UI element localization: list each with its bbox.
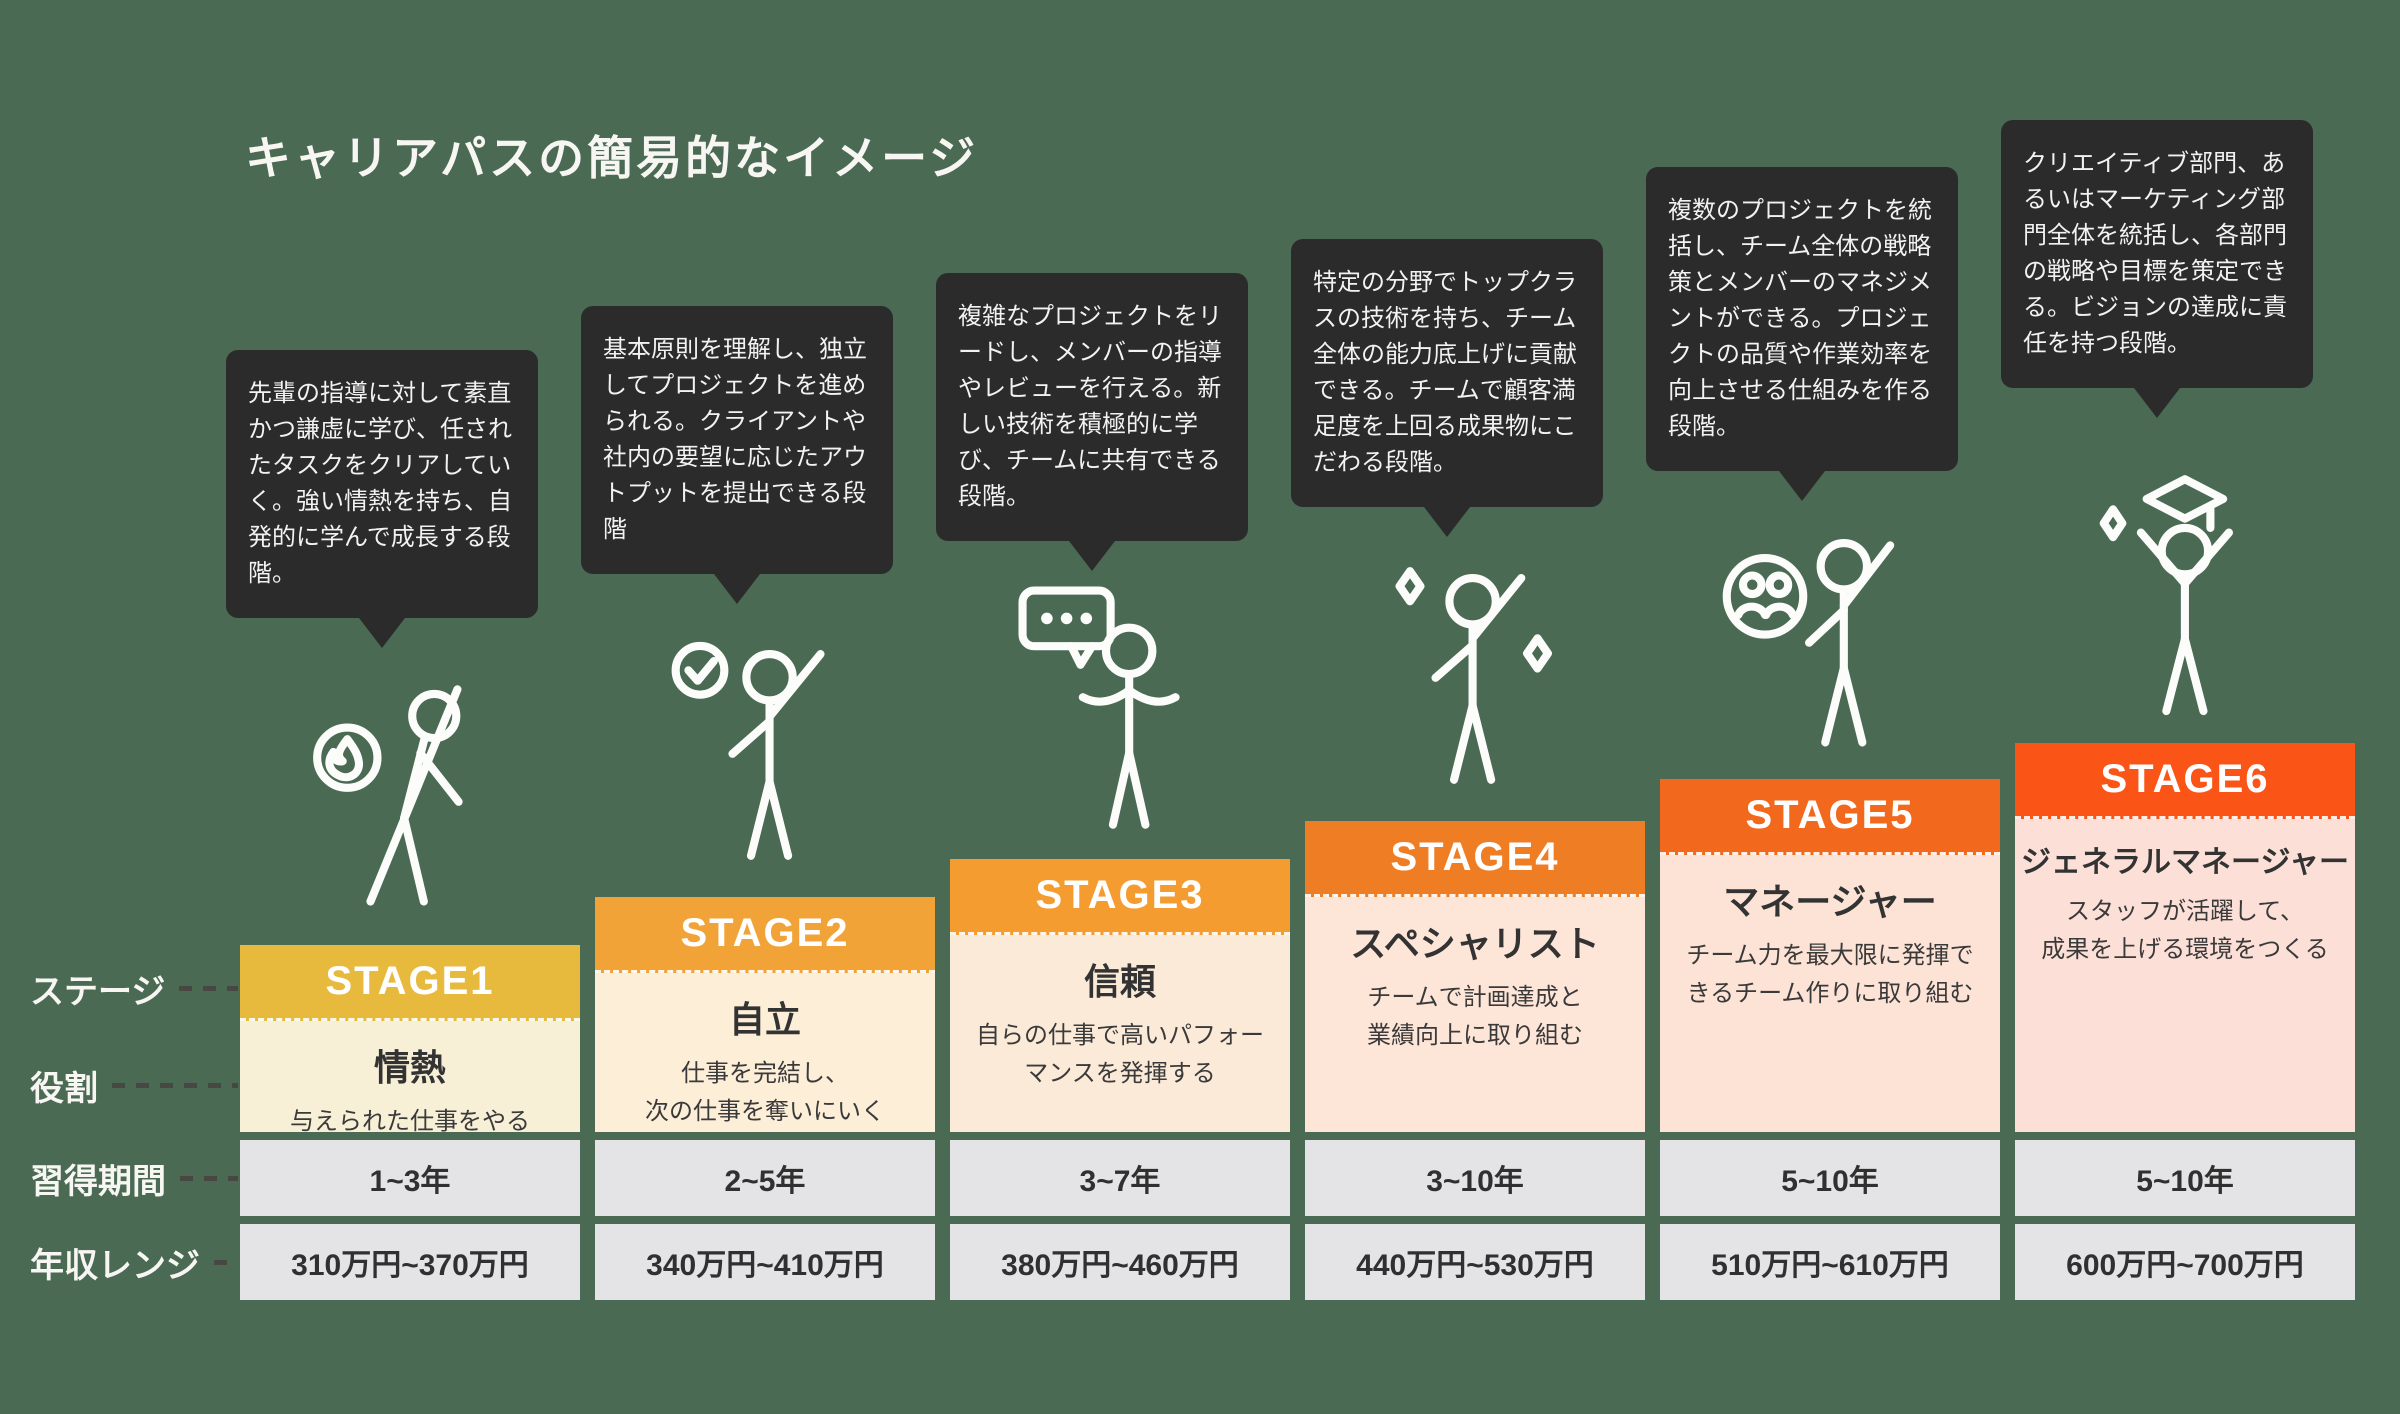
role-description: スタッフが活躍して、 成果を上げる環境をつくる — [2041, 898, 2329, 963]
speech-bubble-stage6: クリエイティブ部門、あるいはマーケティング部門全体を統括し、各部門の戦略や目標を… — [2001, 120, 2313, 388]
stage-header: STAGE2 — [595, 897, 935, 973]
page-title: キャリアパスの簡易的なイメージ — [245, 132, 979, 184]
stage-column-1: STAGE1 情熱 与えられた仕事をやる 1~3年 310万円~370万円 — [240, 945, 580, 1300]
role-description: 仕事を完結し、 次の仕事を奪いにいく — [645, 1060, 885, 1125]
role-title: スペシャリスト — [1350, 923, 1600, 964]
role-description: チーム力を最大限に発揮で きるチーム作りに取り組む — [1686, 942, 1974, 1007]
axis-label-salary: 年収レンジ — [30, 1240, 238, 1285]
stage-column-6: STAGE6 ジェネラルマネージャー スタッフが活躍して、 成果を上げる環境をつ… — [2015, 743, 2355, 1300]
salary-value: 600万円~700万円 — [2015, 1224, 2355, 1300]
period-value: 1~3年 — [240, 1140, 580, 1216]
period-value: 5~10年 — [1660, 1140, 2000, 1216]
dashed-leader-line — [112, 1082, 238, 1088]
salary-value: 340万円~410万円 — [595, 1224, 935, 1300]
role-title: 信頼 — [1083, 961, 1156, 1002]
bubble-text: 複雑なプロジェクトをリードし、メンバーの指導やレビューを行える。新しい技術を積極… — [958, 303, 1222, 510]
flame-person-icon — [240, 660, 580, 920]
role-block: ジェネラルマネージャー スタッフが活躍して、 成果を上げる環境をつくる — [2015, 819, 2355, 1132]
period-value: 5~10年 — [2015, 1140, 2355, 1216]
axis-label-period: 習得期間 — [30, 1156, 238, 1201]
team-person-icon — [1660, 494, 2000, 754]
role-block: 自立 仕事を完結し、 次の仕事を奪いにいく — [595, 973, 935, 1132]
speech-bubble-stage1: 先輩の指導に対して素直かつ謙虚に学び、任されたタスクをクリアしていく。強い情熱を… — [226, 350, 538, 618]
role-description: 自らの仕事で高いパフォー マンスを発揮する — [976, 1022, 1264, 1087]
speech-bubble-stage4: 特定の分野でトップクラスの技術を持ち、チーム全体の能力底上げに貢献できる。チーム… — [1291, 239, 1603, 507]
role-description: 与えられた仕事をやる — [290, 1108, 530, 1132]
speech-bubble-stage3: 複雑なプロジェクトをリードし、メンバーの指導やレビューを行える。新しい技術を積極… — [936, 273, 1248, 541]
role-title: 自立 — [728, 999, 801, 1040]
stage-column-5: STAGE5 マネージャー チーム力を最大限に発揮で きるチーム作りに取り組む … — [1660, 779, 2000, 1300]
stage-column-4: STAGE4 スペシャリスト チームで計画達成と 業績向上に取り組む 3~10年… — [1305, 821, 1645, 1300]
role-block: 信頼 自らの仕事で高いパフォー マンスを発揮する — [950, 935, 1290, 1132]
stage-header: STAGE3 — [950, 859, 1290, 935]
role-title: マネージャー — [1723, 881, 1937, 922]
stage-header: STAGE1 — [240, 945, 580, 1021]
speech-bubble-stage2: 基本原則を理解し、独立してプロジェクトを進められる。クライアントや社内の要望に応… — [581, 306, 893, 574]
graduate-person-icon — [2015, 458, 2355, 718]
sparkle-person-icon — [1305, 536, 1645, 796]
role-block: 情熱 与えられた仕事をやる — [240, 1021, 580, 1132]
role-title: 情熱 — [373, 1047, 446, 1088]
salary-value: 440万円~530万円 — [1305, 1224, 1645, 1300]
role-block: スペシャリスト チームで計画達成と 業績向上に取り組む — [1305, 897, 1645, 1132]
salary-value: 380万円~460万円 — [950, 1224, 1290, 1300]
bubble-text: 複数のプロジェクトを統括し、チーム全体の戦略策とメンバーのマネジメントができる。… — [1668, 197, 1932, 440]
role-title: ジェネラルマネージャー — [2021, 846, 2349, 879]
period-value: 3~7年 — [950, 1140, 1290, 1216]
axis-label-text: 年収レンジ — [30, 1246, 200, 1285]
stage-column-2: STAGE2 自立 仕事を完結し、 次の仕事を奪いにいく 2~5年 340万円~… — [595, 897, 935, 1300]
role-description: チームで計画達成と 業績向上に取り組む — [1367, 984, 1583, 1049]
bubble-text: 基本原則を理解し、独立してプロジェクトを進められる。クライアントや社内の要望に応… — [603, 336, 867, 543]
salary-value: 310万円~370万円 — [240, 1224, 580, 1300]
speech-person-icon — [950, 574, 1290, 834]
stage-column-3: STAGE3 信頼 自らの仕事で高いパフォー マンスを発揮する 3~7年 380… — [950, 859, 1290, 1300]
stage-header: STAGE4 — [1305, 821, 1645, 897]
bubble-text: 特定の分野でトップクラスの技術を持ち、チーム全体の能力底上げに貢献できる。チーム… — [1313, 269, 1577, 476]
dashed-leader-line — [180, 1175, 238, 1181]
role-block: マネージャー チーム力を最大限に発揮で きるチーム作りに取り組む — [1660, 855, 2000, 1132]
axis-label-text: ステージ — [30, 972, 166, 1011]
stage-header: STAGE6 — [2015, 743, 2355, 819]
dashed-leader-line — [179, 985, 238, 991]
period-value: 3~10年 — [1305, 1140, 1645, 1216]
speech-bubble-stage5: 複数のプロジェクトを統括し、チーム全体の戦略策とメンバーのマネジメントができる。… — [1646, 167, 1958, 471]
period-value: 2~5年 — [595, 1140, 935, 1216]
axis-label-text: 習得期間 — [30, 1162, 166, 1201]
axis-label-role: 役割 — [30, 1063, 238, 1108]
axis-label-stage: ステージ — [30, 966, 238, 1011]
stage-header: STAGE5 — [1660, 779, 2000, 855]
axis-label-text: 役割 — [30, 1069, 98, 1108]
bubble-text: クリエイティブ部門、あるいはマーケティング部門全体を統括し、各部門の戦略や目標を… — [2023, 150, 2287, 357]
check-person-icon — [595, 612, 935, 872]
dashed-leader-line — [214, 1259, 238, 1265]
salary-value: 510万円~610万円 — [1660, 1224, 2000, 1300]
bubble-text: 先輩の指導に対して素直かつ謙虚に学び、任されたタスクをクリアしていく。強い情熱を… — [248, 380, 512, 587]
